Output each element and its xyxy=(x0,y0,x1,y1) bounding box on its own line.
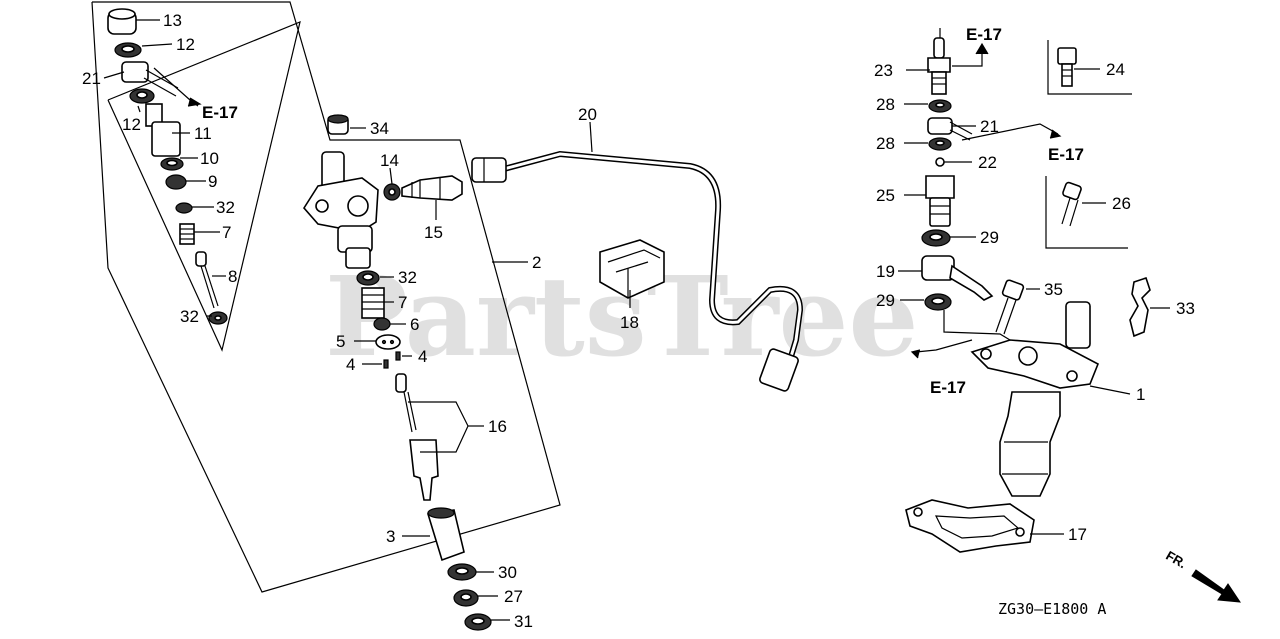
part-7-spring-a[interactable] xyxy=(179,223,195,245)
callout-7: 7 xyxy=(222,223,231,242)
reference-e17-left: E-17 xyxy=(202,103,238,122)
callout-16: 16 xyxy=(488,417,507,436)
callout-23: 23 xyxy=(874,61,893,80)
part-14-washer[interactable] xyxy=(383,183,401,201)
part-32-seal-b[interactable] xyxy=(208,311,228,325)
part-7-spring-b[interactable] xyxy=(361,287,385,319)
diagram-code: ZG30—E1800 A xyxy=(998,600,1106,618)
callout-28: 28 xyxy=(876,95,895,114)
callout-33: 33 xyxy=(1176,299,1195,318)
callout-19: 19 xyxy=(876,262,895,281)
part-16-nozzle[interactable] xyxy=(395,373,439,501)
callout-21: 21 xyxy=(82,69,101,88)
pump-body[interactable] xyxy=(303,151,379,269)
callout-25: 25 xyxy=(876,186,895,205)
callout-32: 32 xyxy=(216,198,235,217)
callout-11: 11 xyxy=(194,124,212,143)
reference-e17-mid: E-17 xyxy=(1048,145,1084,164)
callout-30: 30 xyxy=(498,563,517,582)
reference-arrows xyxy=(187,42,1062,359)
callout-13: 13 xyxy=(163,11,182,30)
part-1-pump[interactable] xyxy=(970,301,1100,497)
part-3-holder[interactable] xyxy=(426,507,465,562)
part-31-washer[interactable] xyxy=(464,613,492,631)
reference-e17-low: E-17 xyxy=(930,378,966,397)
part-26-bolt[interactable] xyxy=(1061,181,1082,227)
part-19-banjo[interactable] xyxy=(921,255,994,301)
cross-references: E-17 E-17 E-17 E-17 xyxy=(202,25,1084,397)
part-12-washer-top[interactable] xyxy=(114,42,142,58)
part-13-cap[interactable] xyxy=(107,8,137,35)
callout-4: 4 xyxy=(346,355,355,374)
part-18-clip[interactable] xyxy=(599,239,665,299)
part-28-washer-a[interactable] xyxy=(928,99,952,113)
part-11-fitting[interactable] xyxy=(145,103,181,157)
callout-34: 34 xyxy=(370,119,389,138)
part-35-bolt[interactable] xyxy=(995,279,1025,335)
part-25-fitting[interactable] xyxy=(925,175,955,227)
part-21-banjo-right[interactable] xyxy=(927,117,973,141)
callout-29: 29 xyxy=(980,228,999,247)
part-22-ball[interactable] xyxy=(935,157,945,167)
callout-5: 5 xyxy=(336,332,345,351)
left-assembly-outline xyxy=(91,1,561,593)
callout-10: 10 xyxy=(200,149,219,168)
part-4-pins[interactable] xyxy=(383,351,401,369)
right-reference-brackets xyxy=(1045,40,1132,249)
part-6-seat[interactable] xyxy=(373,317,391,331)
callout-32: 32 xyxy=(180,307,199,326)
callout-1: 1 xyxy=(1136,385,1145,404)
callout-26: 26 xyxy=(1112,194,1131,213)
callout-labels: 13 12 21 12 11 10 9 32 7 8 32 34 14 15 2… xyxy=(82,11,1195,631)
callout-15: 15 xyxy=(424,223,443,242)
callout-35: 35 xyxy=(1044,280,1063,299)
part-12-washer-bottom[interactable] xyxy=(129,88,155,104)
part-28-washer-b[interactable] xyxy=(928,137,952,151)
part-33-clip[interactable] xyxy=(1129,276,1151,338)
part-29-washer-a[interactable] xyxy=(921,229,951,247)
part-10-washer[interactable] xyxy=(160,157,184,171)
part-30-washer[interactable] xyxy=(447,563,477,581)
reference-e17-top: E-17 xyxy=(966,25,1002,44)
part-32-seal-c[interactable] xyxy=(356,270,380,286)
callout-3: 3 xyxy=(386,527,395,546)
part-27-washer[interactable] xyxy=(453,589,479,607)
part-23-fitting[interactable] xyxy=(927,37,951,95)
callout-29: 29 xyxy=(876,291,895,310)
callout-12: 12 xyxy=(176,35,195,54)
front-marker-label: FR. xyxy=(1163,548,1189,571)
callout-12: 12 xyxy=(122,115,141,134)
callout-8: 8 xyxy=(228,267,237,286)
callout-27: 27 xyxy=(504,587,523,606)
part-24-bolt[interactable] xyxy=(1057,47,1077,87)
callout-21: 21 xyxy=(980,117,999,136)
callout-7: 7 xyxy=(398,293,407,312)
callout-4: 4 xyxy=(418,347,427,366)
callout-32: 32 xyxy=(398,268,417,287)
part-5-disc[interactable] xyxy=(375,334,401,350)
part-32-seal-a[interactable] xyxy=(175,202,193,214)
part-8-rod[interactable] xyxy=(195,251,219,309)
part-34-cap[interactable] xyxy=(327,114,349,135)
callout-28: 28 xyxy=(876,134,895,153)
callout-14: 14 xyxy=(380,151,399,170)
callout-22: 22 xyxy=(978,153,997,172)
callout-9: 9 xyxy=(208,172,217,191)
callout-24: 24 xyxy=(1106,60,1125,79)
callout-31: 31 xyxy=(514,612,533,631)
part-20-fuel-pipe[interactable] xyxy=(471,150,804,392)
callout-6: 6 xyxy=(410,315,419,334)
part-29-washer-b[interactable] xyxy=(924,293,952,311)
callout-17: 17 xyxy=(1068,525,1087,544)
callout-2: 2 xyxy=(532,253,541,272)
front-direction-arrow: FR. xyxy=(1163,548,1241,603)
part-15-valve[interactable] xyxy=(401,175,463,201)
callout-20: 20 xyxy=(578,105,597,124)
callout-18: 18 xyxy=(620,313,639,332)
part-17-gasket[interactable] xyxy=(905,499,1035,553)
part-9-nut[interactable] xyxy=(165,174,187,190)
